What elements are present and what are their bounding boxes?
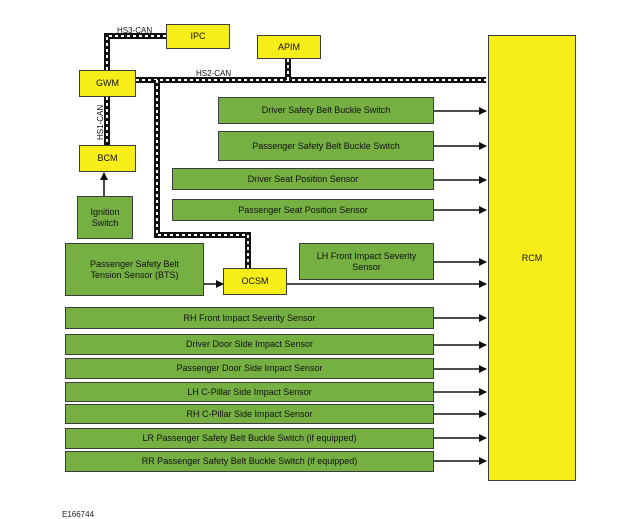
input-box: Passenger Door Side Impact Sensor [65,358,434,379]
input-box: Driver Seat Position Sensor [172,168,434,190]
input-box: LH Front Impact Severity Sensor [299,243,434,280]
ocsm-module: OCSM [223,268,287,295]
input-box: Passenger Seat Position Sensor [172,199,434,221]
input-box: LR Passenger Safety Belt Buckle Switch (… [65,428,434,449]
hs3-can-label: HS3-CAN [117,26,152,35]
input-box: Passenger Safety Belt Buckle Switch [218,131,434,161]
hs3-can-bus [104,33,166,70]
input-box: Driver Door Side Impact Sensor [65,334,434,355]
rcm-module: RCM [488,35,576,481]
bts-sensor: Passenger Safety Belt Tension Sensor (BT… [65,243,204,296]
input-box: LH C-Pillar Side Impact Sensor [65,382,434,402]
input-box: RH C-Pillar Side Impact Sensor [65,404,434,424]
bcm-module: BCM [79,145,136,172]
input-box: RR Passenger Safety Belt Buckle Switch (… [65,451,434,472]
hs2-can-label: HS2-CAN [196,69,231,78]
apim-module: APIM [257,35,321,59]
hs2-can-bus [136,59,486,83]
ocsm-bus [154,80,251,268]
input-box: Driver Safety Belt Buckle Switch [218,97,434,124]
hs1-can-label: HS1-CAN [96,105,105,140]
figure-id: E166744 [62,510,95,519]
ignition-switch: Ignition Switch [77,196,133,239]
gwm-module: GWM [79,70,136,97]
ipc-module: IPC [166,24,230,49]
input-box: RH Front Impact Severity Sensor [65,307,434,329]
